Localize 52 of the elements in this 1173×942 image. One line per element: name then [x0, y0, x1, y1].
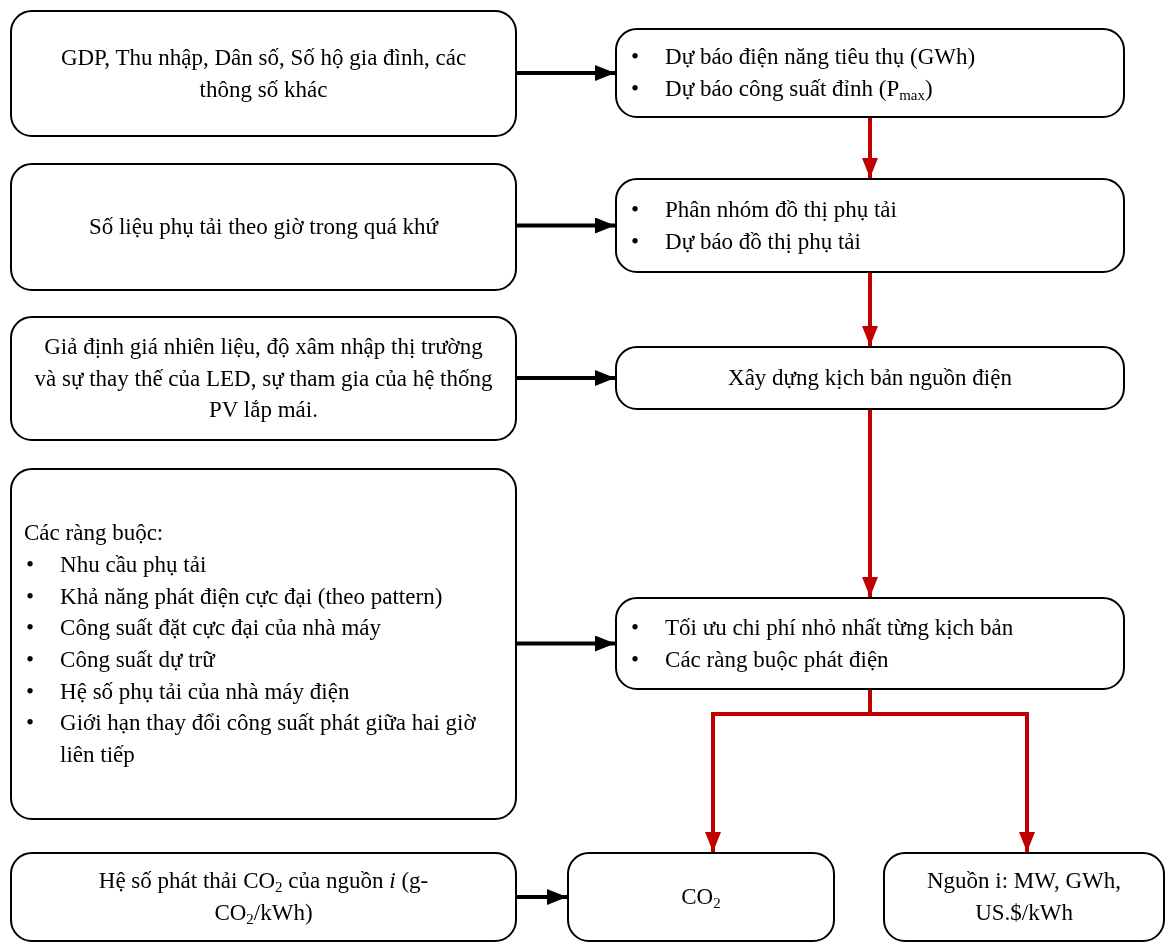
bullet-item: Hệ số phụ tải của nhà máy điện — [60, 677, 351, 706]
bullet-item: Phân nhóm đồ thị phụ tải — [665, 195, 898, 224]
bullet-item: Công suất dự trữ — [60, 646, 217, 674]
process-box — [615, 597, 1125, 690]
bullet-item: Nhu cầu phụ tải — [60, 550, 208, 579]
process-box — [10, 316, 517, 441]
bullet-item: Tối ưu chi phí nhỏ nhất từng kịch bản — [665, 613, 1015, 642]
bullet-marker: • — [25, 614, 35, 643]
process-box — [615, 28, 1125, 118]
bullet-marker: • — [25, 646, 35, 674]
bullet-marker: • — [25, 550, 35, 579]
bullet-item: Dự báo điện năng tiêu thụ (GWh) — [665, 43, 977, 72]
bullet-marker: • — [25, 582, 35, 611]
bullet-item: Giới hạn thay đổi công suất phát giữa hai giờ liên tiếp — [60, 709, 477, 770]
arrow — [517, 65, 615, 81]
box-text: Số liệu phụ tải theo giờ trong quá khứ — [87, 213, 440, 242]
box-text: Hệ số phát thải CO$_{2}$ của nguồn i (g-CO$_{2}$/kWh) — [97, 867, 430, 929]
process-box — [10, 468, 517, 820]
process-box — [10, 852, 517, 942]
arrow — [517, 635, 615, 652]
box-text: GDP, Thu nhập, Dân số, Số hộ gia đình, các thông số khác — [59, 43, 468, 104]
box-text: Xây dựng kịch bản nguồn điện — [727, 364, 1013, 393]
bullet-marker: • — [630, 645, 640, 674]
process-box — [615, 346, 1125, 410]
process-box — [883, 852, 1165, 942]
bullet-item: Khả năng phát điện cực đại (theo pattern) — [60, 582, 444, 611]
arrow — [517, 370, 615, 386]
box-text: Nguồn i: MW, GWh, US.$/kWh — [926, 867, 1122, 927]
bullet-item: Dự báo đồ thị phụ tải — [665, 227, 862, 256]
arrow — [868, 690, 1035, 852]
process-box — [567, 852, 835, 942]
arrow — [517, 217, 615, 234]
process-box — [615, 178, 1125, 273]
bullet-marker: • — [630, 195, 640, 224]
arrow — [862, 410, 878, 597]
bullet-item: Công suất đặt cực đại của nhà máy — [60, 614, 382, 643]
bullet-item: Dự báo công suất đỉnh (P$_{max}$) — [665, 75, 934, 105]
bullet-item: Các ràng buộc phát điện — [665, 645, 890, 674]
bullet-marker: • — [25, 677, 35, 706]
box-text: Các ràng buộc: — [24, 519, 165, 548]
box-text: CO$_{2}$ — [680, 883, 722, 913]
box-text: Giả định giá nhiên liệu, độ xâm nhập thị trường và sự thay thế của LED, sự tham gia của hệ thống PV lắp mái. — [33, 332, 494, 425]
process-box — [10, 10, 517, 137]
arrow — [862, 118, 878, 178]
bullet-marker: • — [630, 43, 640, 72]
process-box — [10, 163, 517, 291]
bullet-marker: • — [630, 75, 640, 103]
bullet-marker: • — [630, 613, 640, 642]
bullet-marker: • — [630, 227, 640, 256]
bullet-marker: • — [25, 709, 35, 738]
arrow — [862, 273, 878, 346]
arrow — [517, 889, 567, 905]
